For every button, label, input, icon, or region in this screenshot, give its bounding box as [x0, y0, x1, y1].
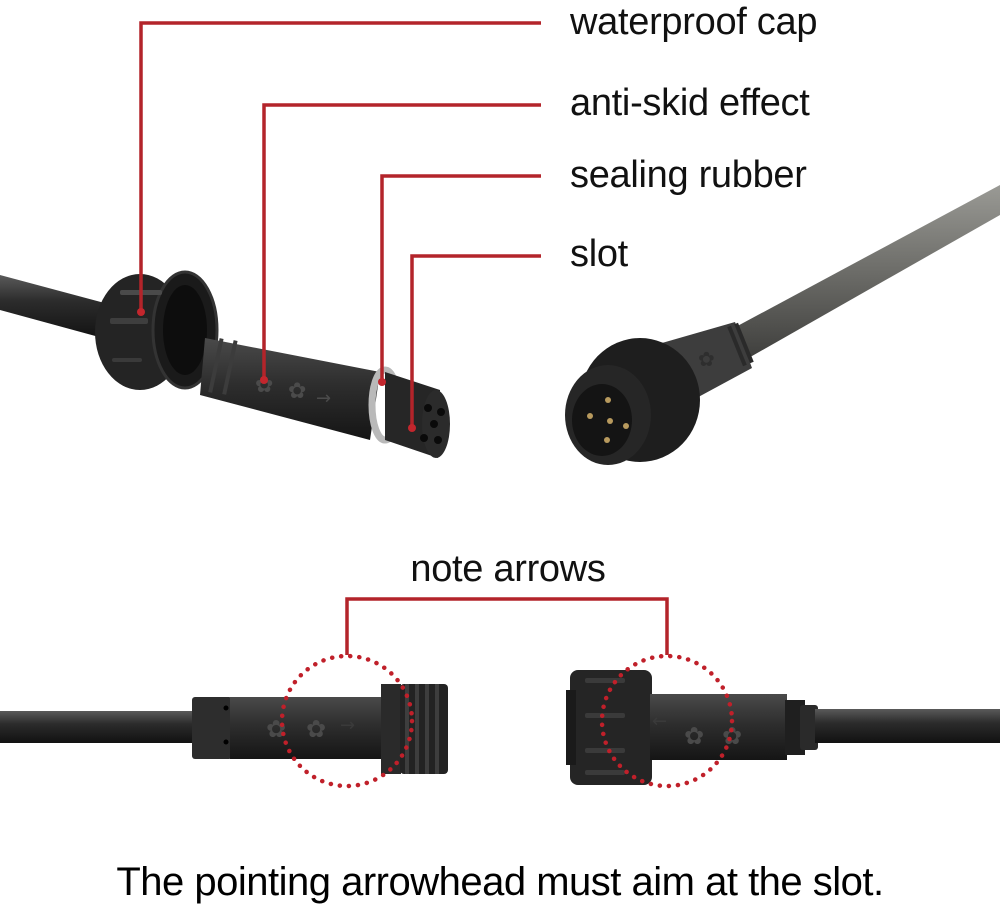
callout-line-slot	[410, 254, 541, 428]
socket-holes	[420, 404, 445, 444]
connector-pins	[587, 397, 629, 443]
highlight-circle-left	[279, 653, 415, 789]
male-connector-top: ✿ ✿	[565, 185, 1000, 465]
thread-part	[400, 684, 448, 774]
flower-grip-icon: ✿	[288, 379, 306, 404]
female-connector-bottom: ← ✿ ✿	[566, 670, 1000, 785]
arrow-mark-icon: →	[340, 715, 355, 736]
flower-grip-icon: ✿	[698, 347, 715, 371]
flower-grip-icon: ✿	[306, 715, 326, 743]
label-sealing-rubber: sealing rubber	[570, 154, 807, 196]
callout-line-anti-skid	[262, 103, 541, 382]
note-arrows-callout	[279, 597, 735, 789]
label-waterproof-cap: waterproof cap	[570, 1, 818, 43]
flower-grip-icon: ✿	[722, 722, 742, 750]
instruction-caption: The pointing arrowhead must aim at the s…	[116, 860, 884, 904]
callout-line-sealing-rubber	[380, 174, 541, 382]
label-note-arrows: note arrows	[410, 548, 606, 590]
callout-lines	[139, 21, 541, 428]
waterproof-cap-part	[95, 270, 219, 390]
label-slot: slot	[570, 233, 628, 275]
label-anti-skid-effect: anti-skid effect	[570, 82, 810, 124]
flower-grip-icon: ✿	[266, 715, 286, 743]
arrow-mark-icon: →	[316, 388, 331, 409]
male-connector-bottom: ✿ ✿ →	[0, 684, 448, 774]
flower-grip-icon: ✿	[684, 722, 704, 750]
callout-line-waterproof-cap	[139, 21, 541, 312]
highlight-circle-right	[599, 653, 735, 789]
flower-grip-icon: ✿	[255, 373, 273, 398]
arrow-mark-icon: ←	[652, 711, 667, 732]
female-connector-top: ✿ ✿ →	[0, 270, 450, 458]
